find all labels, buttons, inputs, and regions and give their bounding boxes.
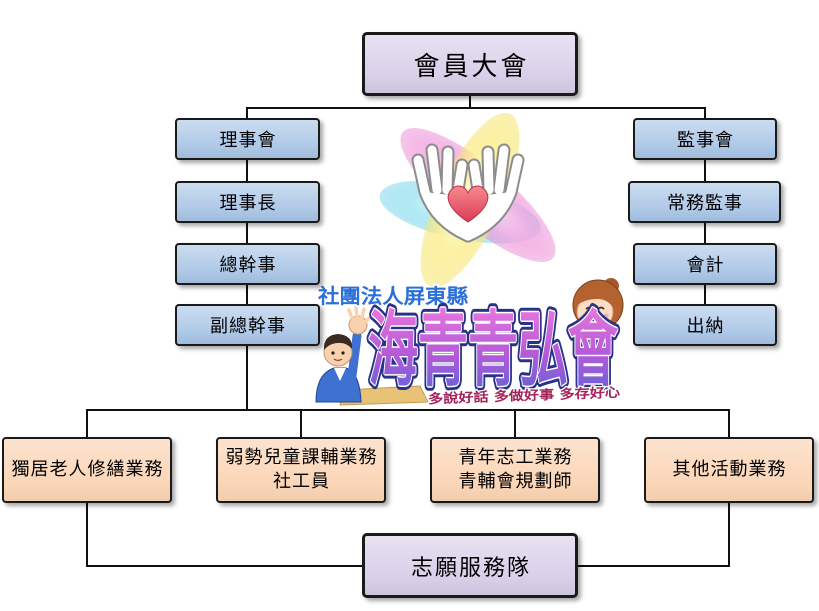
box-label: 會員大會	[413, 51, 530, 82]
box-label: 理事長	[219, 193, 277, 214]
connector-left-to-volunteer	[86, 503, 362, 567]
smiling-girl-icon	[572, 278, 624, 334]
box-label: 青年志工業務	[458, 447, 573, 468]
board-of-supervisors-box: 監事會	[633, 118, 777, 160]
box-label: 監事會	[677, 130, 734, 151]
heart-icon	[447, 185, 489, 223]
box-label: 弱勢兒童課輔業務	[225, 447, 378, 468]
box-label: 志願服務隊	[410, 555, 531, 581]
youth-volunteer-box: 青年志工業務 青輔會規劃師	[430, 437, 600, 503]
box-label: 常務監事	[667, 193, 743, 214]
box-label: 獨居老人修繕業務	[11, 459, 164, 480]
box-label: 總幹事	[219, 255, 277, 276]
box-label: 理事會	[219, 130, 277, 151]
box-label: 出納	[686, 316, 725, 337]
hands-heart-icon	[411, 143, 525, 243]
box-label: 青輔會規劃師	[458, 471, 573, 492]
standing-supervisor-box: 常務監事	[628, 181, 781, 223]
box-label: 會計	[686, 255, 725, 276]
disadvantaged-children-tutoring-box: 弱勢兒童課輔業務 社工員	[216, 437, 386, 503]
waving-boy-icon	[315, 305, 429, 406]
elderly-home-repair-box: 獨居老人修繕業務	[2, 437, 172, 503]
secretary-general-box: 總幹事	[175, 243, 320, 285]
volunteer-service-team-box: 志願服務隊	[362, 533, 578, 598]
box-label: 社工員	[273, 471, 330, 492]
other-activities-box: 其他活動業務	[644, 437, 814, 503]
deputy-secretary-general-box: 副總幹事	[175, 304, 320, 346]
logo-org-type-text: 社團法人屏東縣	[317, 284, 468, 308]
box-label: 其他活動業務	[672, 459, 787, 480]
board-of-directors-box: 理事會	[175, 118, 320, 160]
logo-name-outline: 海青青弘會	[368, 303, 619, 398]
chairman-box: 理事長	[175, 181, 320, 223]
general-assembly-box: 會員大會	[362, 32, 578, 96]
logo-name-text: 海青青弘會	[368, 303, 619, 398]
cashier-box: 出納	[633, 304, 777, 346]
accountant-box: 會計	[633, 243, 777, 285]
connector-right-to-volunteer	[578, 503, 730, 567]
box-label: 副總幹事	[210, 316, 286, 337]
